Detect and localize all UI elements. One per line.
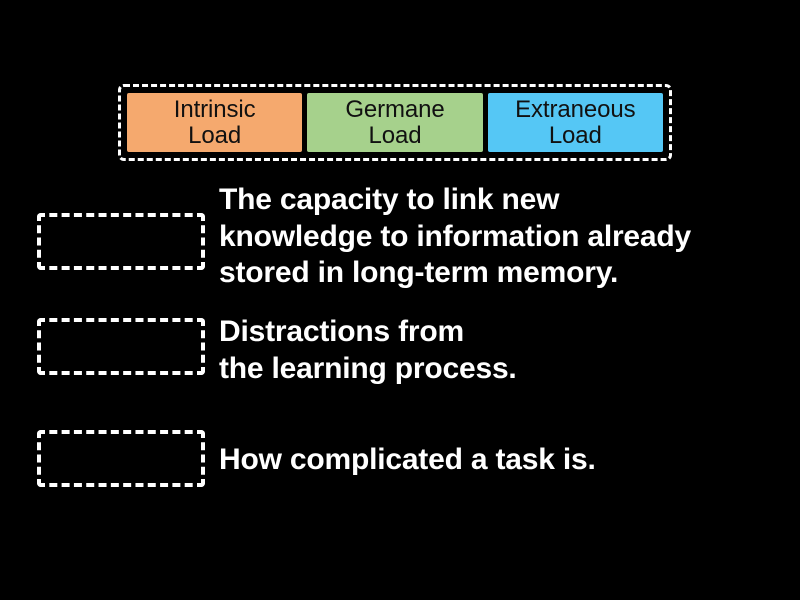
question-row: The capacity to link new knowledge to in…	[0, 182, 800, 292]
tile-label-line2: Load	[368, 121, 422, 149]
answer-text-question-1: The capacity to link new knowledge to in…	[219, 183, 692, 290]
tile-label-line2: Load	[188, 121, 242, 149]
tile-label-line1: Extraneous	[515, 95, 636, 123]
draggable-tile-intrinsic-load[interactable]: Intrinsic Load	[127, 93, 303, 152]
draggable-tile-tray: Intrinsic Load Germane Load Extraneous L…	[118, 84, 672, 161]
question-row: How complicated a task is.	[0, 424, 800, 487]
draggable-tile-germane-load[interactable]: Germane Load	[307, 93, 483, 152]
tile-label-line1: Germane	[345, 95, 445, 123]
dropzone-question-3[interactable]	[37, 430, 205, 487]
dropzone-question-1[interactable]	[37, 213, 205, 270]
dropzone-question-2[interactable]	[37, 318, 205, 375]
tile-label-line1: Intrinsic	[173, 95, 256, 123]
answer-text-question-2: Distractions from the learning process.	[219, 315, 517, 385]
question-row: Distractions from the learning process.	[0, 306, 800, 387]
tile-label-line2: Load	[548, 121, 602, 149]
draggable-tile-extraneous-load[interactable]: Extraneous Load	[487, 93, 663, 152]
answer-text-question-3: How complicated a task is.	[219, 443, 596, 476]
